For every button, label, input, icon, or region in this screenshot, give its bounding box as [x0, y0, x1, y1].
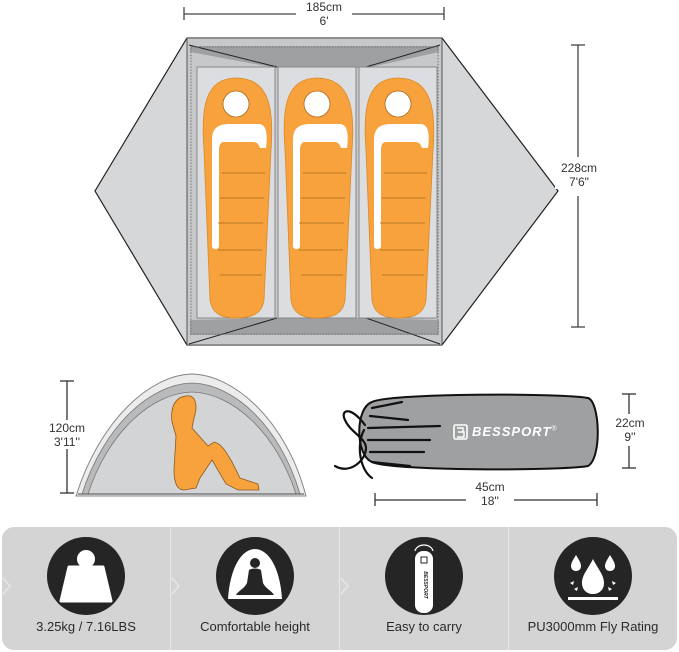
tent-side-view: [60, 373, 307, 497]
tent-top-view: [94, 7, 585, 346]
feature-waterproof: PU3000mm Fly Rating: [508, 527, 677, 650]
width-dimension-label: 185cm 6': [296, 0, 352, 28]
sleeping-bag-1: [202, 77, 273, 319]
water-drops-icon: [554, 537, 632, 615]
side-height-imperial: 3'11'': [53, 435, 80, 449]
tent-person-icon: [216, 537, 294, 615]
carry-bag-icon: BESSPORT: [385, 537, 463, 615]
weight-icon: [47, 537, 125, 615]
chevron-right-icon: [2, 577, 11, 595]
bag-height-imperial: 9'': [624, 430, 636, 444]
bag-height-metric: 22cm: [615, 416, 645, 430]
bag-brand-logo: BESSPORT®: [472, 424, 557, 439]
carry-bag-view: [333, 393, 636, 506]
width-imperial: 6': [319, 14, 329, 28]
width-metric: 185cm: [305, 0, 343, 14]
svg-text:BESSPORT: BESSPORT: [422, 571, 428, 599]
feature-strip: 3.25kg / 7.16LBS Comfortable height BESS…: [2, 527, 677, 650]
length-metric: 228cm: [560, 161, 598, 175]
chevron-right-icon: [171, 577, 180, 595]
feature-height: Comfortable height: [170, 527, 339, 650]
feature-label: Easy to carry: [386, 619, 462, 634]
chevron-right-icon: [340, 577, 349, 595]
feature-weight: 3.25kg / 7.16LBS: [2, 527, 170, 650]
feature-label: Comfortable height: [200, 619, 310, 634]
length-dimension-label: 228cm 7'6": [555, 161, 603, 189]
length-imperial: 7'6": [569, 175, 589, 189]
side-height-metric: 120cm: [48, 421, 86, 435]
bag-length-metric: 45cm: [475, 480, 505, 494]
brand-mark: ®: [551, 425, 558, 433]
brand-name: BESSPORT: [472, 424, 552, 439]
bag-length-imperial: 18'': [481, 494, 499, 508]
feature-carry: BESSPORT Easy to carry: [339, 527, 508, 650]
bag-length-label: 45cm 18'': [466, 480, 514, 508]
bag-height-label: 22cm 9'': [608, 416, 652, 444]
feature-label: PU3000mm Fly Rating: [527, 619, 659, 634]
side-height-label: 120cm 3'11'': [42, 421, 92, 449]
feature-label: 3.25kg / 7.16LBS: [36, 619, 136, 634]
